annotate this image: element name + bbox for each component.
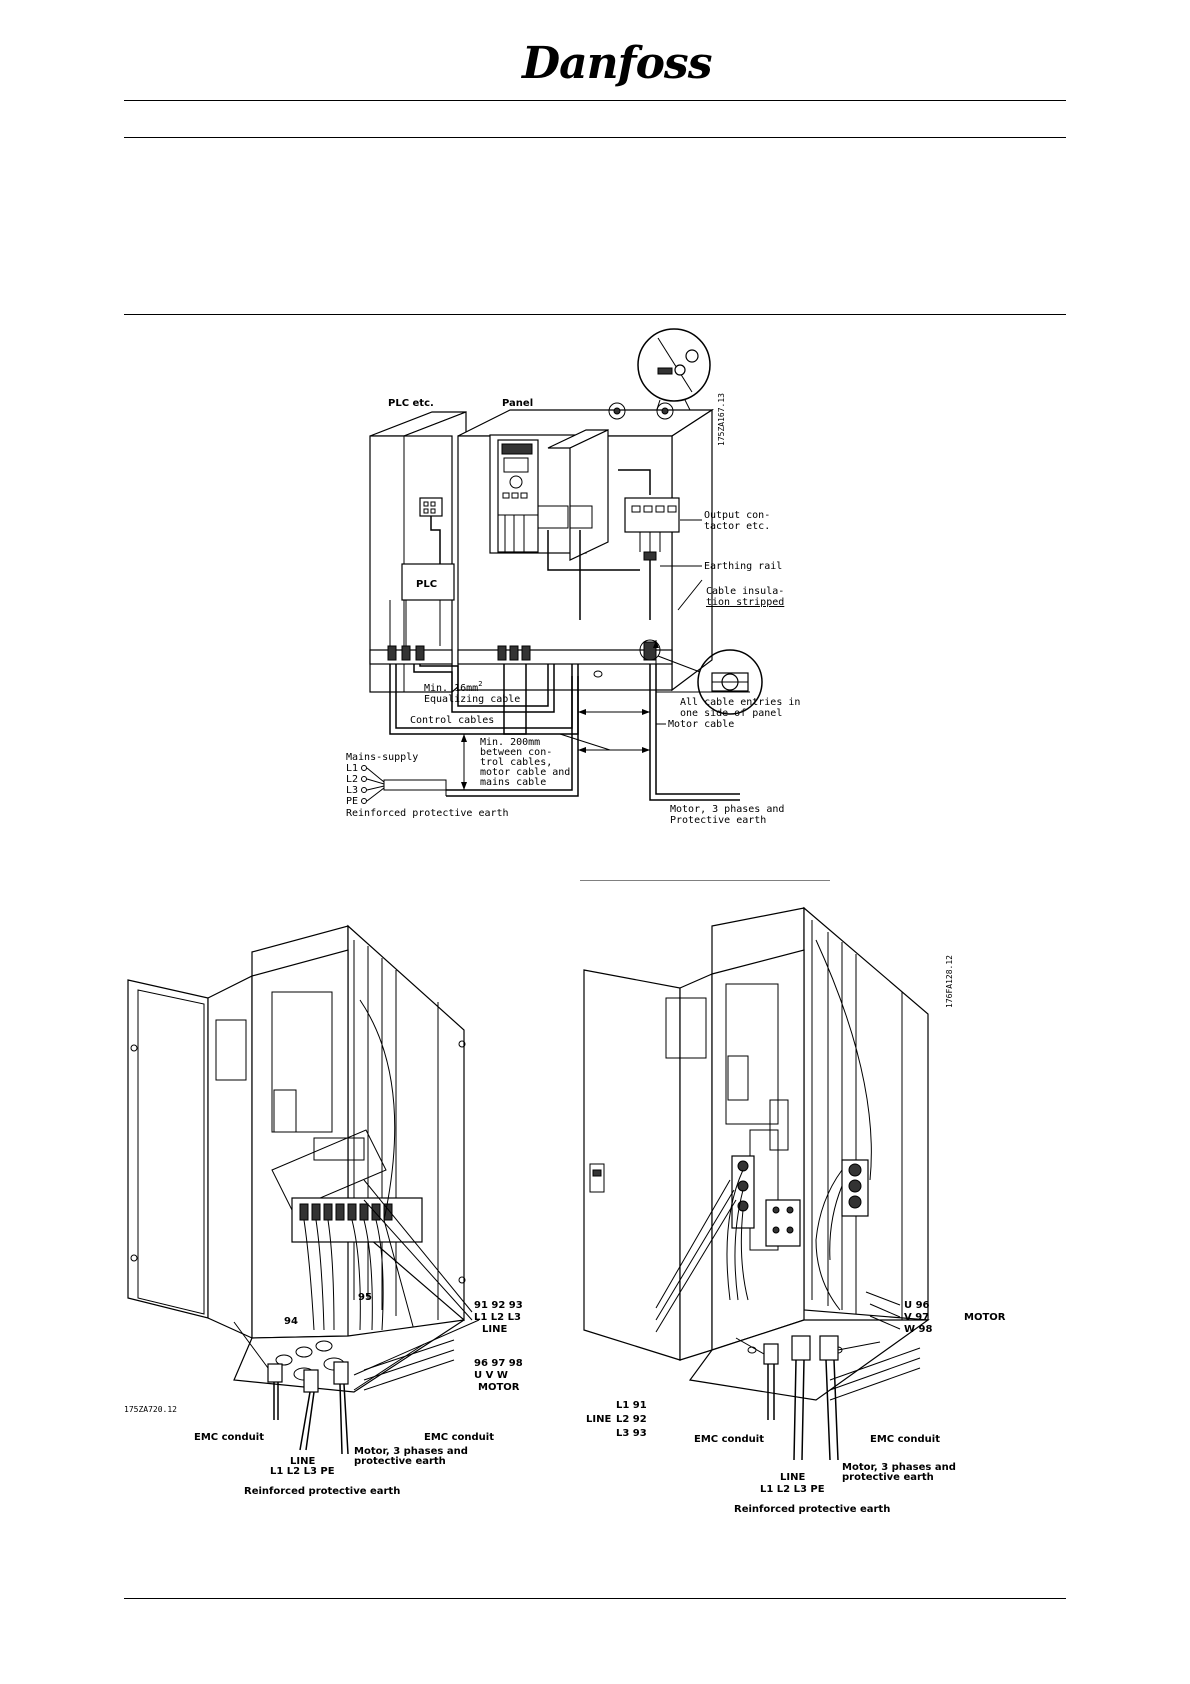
plc-label: PLC (416, 579, 437, 590)
label-line: LINE (482, 1324, 507, 1335)
danfoss-logo: Danfoss (522, 38, 712, 92)
label-min-200mm-1: Min. 200mm (480, 737, 540, 748)
panel-cabinet (457, 402, 715, 692)
label-t94: 94 (284, 1316, 298, 1327)
label-min-200mm-3: trol cables, (480, 757, 552, 768)
label-cable-insulation-2: tion stripped (706, 597, 784, 608)
label-output-contactor-1: Output con- (704, 510, 770, 521)
label-reinforced-pe-right: Reinforced protective earth (734, 1504, 891, 1515)
label-motor-cable: Motor cable (668, 719, 734, 730)
label-l3-93: L3 93 (616, 1428, 647, 1439)
label-motor-3ph-1: Motor, 3 phases and (670, 804, 784, 815)
label-reinforced-pe-left: Reinforced protective earth (244, 1486, 401, 1497)
leader-lines-left (233, 1179, 480, 1391)
label-control-cables: Control cables (410, 715, 494, 726)
label-motor-3ph-2-left: protective earth (354, 1456, 446, 1467)
label-equalizing-cable: Equalizing cable (424, 694, 520, 705)
cable-insulation-detail (657, 649, 763, 715)
header-rule (124, 100, 1066, 101)
label-mains-supply: Mains-supply (346, 752, 418, 763)
cables (389, 664, 740, 801)
mains-terminals: L1 L2 L3 PE (346, 763, 447, 807)
brand-text: Danfoss (522, 38, 712, 89)
label-min-16mm-text: Min. 16mm (424, 683, 478, 694)
label-pe: PE (346, 796, 358, 807)
label-l1: L1 (346, 763, 358, 774)
label-reinforced-pe: Reinforced protective earth (346, 808, 509, 819)
diagram-code-left: 175ZA720.12 (124, 1405, 177, 1414)
label-emc-right: EMC conduit (424, 1432, 494, 1443)
label-motor-3ph-2-right: protective earth (842, 1472, 934, 1483)
label-cable-entries-2: one side of panel (680, 708, 782, 719)
section-rule-bottom (124, 314, 1066, 315)
panel-label: Panel (502, 398, 533, 409)
label-cable-entries-1: All cable entries in (680, 697, 800, 708)
label-min-200mm-4: motor cable and (480, 767, 570, 778)
label-output-contactor-2: tactor etc. (704, 521, 770, 532)
label-min-16mm-sup: 2 (478, 680, 482, 688)
label-motor-3ph-1-left: Motor, 3 phases and (354, 1446, 468, 1457)
label-l2: L2 (346, 774, 358, 785)
label-line-bottom-phases: L1 L2 L3 PE (270, 1466, 335, 1477)
line-terminals (731, 1155, 755, 1229)
label-cable-insulation-1: Cable insula- (706, 586, 784, 597)
label-w98: W 98 (904, 1324, 932, 1335)
label-u96: U 96 (904, 1300, 930, 1311)
label-min-16mm: Min. 16mm2 (424, 680, 482, 694)
plc-cabinet: PLC (369, 411, 467, 694)
footer-rule (124, 1598, 1066, 1599)
plc-etc-label: PLC etc. (388, 398, 434, 409)
diagram-code-top: 175ZA167.13 (717, 393, 726, 446)
label-earthing-rail: Earthing rail (704, 561, 782, 572)
label-motor-right: MOTOR (964, 1312, 1006, 1323)
label-motor: MOTOR (478, 1382, 520, 1393)
label-v97: V 97 (904, 1312, 929, 1323)
emc-installation-diagram: PLC PLC etc. (346, 328, 800, 826)
leader-lines-right (655, 1179, 901, 1355)
label-line-right: LINE (586, 1414, 611, 1425)
label-l2-92: L2 92 (616, 1414, 647, 1425)
label-emc-left: EMC conduit (194, 1432, 264, 1443)
label-motor-3ph-2: Protective earth (670, 815, 766, 826)
label-min-200mm-5: mains cable (480, 777, 546, 788)
label-line-bottom-right: LINE (780, 1472, 805, 1483)
wall-mount-open-unit-diagram: 91 92 93 L1 L2 L3 LINE 96 97 98 U V W MO… (124, 924, 523, 1477)
bottom-fins-right (580, 880, 921, 1401)
label-emc-right-right: EMC conduit (870, 1434, 940, 1445)
label-t95: 95 (358, 1292, 372, 1303)
label-line-phases: L1 L2 L3 (474, 1312, 521, 1323)
motor-terminals (841, 1159, 869, 1217)
label-line-terminals: 91 92 93 (474, 1300, 523, 1311)
bottom-fins (363, 1339, 455, 1391)
label-min-200mm-2: between con- (480, 747, 552, 758)
dimension-lines (461, 519, 750, 790)
open-cabinet-right (580, 880, 930, 1461)
label-motor-terminals: 96 97 98 (474, 1358, 523, 1369)
label-motor-3ph-1-right: Motor, 3 phases and (842, 1462, 956, 1473)
section-rule-top (124, 137, 1066, 138)
label-emc-left-right: EMC conduit (694, 1434, 764, 1445)
label-l1-91: L1 91 (616, 1400, 647, 1411)
diagram-code-right-vertical: 176FA128.12 (945, 955, 954, 1008)
label-line-bottom: LINE (290, 1456, 315, 1467)
label-l3: L3 (346, 785, 358, 796)
label-motor-phases: U V W (474, 1370, 508, 1381)
floor-mount-open-unit-diagram: 176FA128.12 U 96 V 97 W 98 MOTOR L1 91 L… (580, 880, 1006, 1495)
label-line-bottom-phases-right: L1 L2 L3 PE (760, 1484, 825, 1495)
open-cabinet-left (127, 924, 466, 1455)
